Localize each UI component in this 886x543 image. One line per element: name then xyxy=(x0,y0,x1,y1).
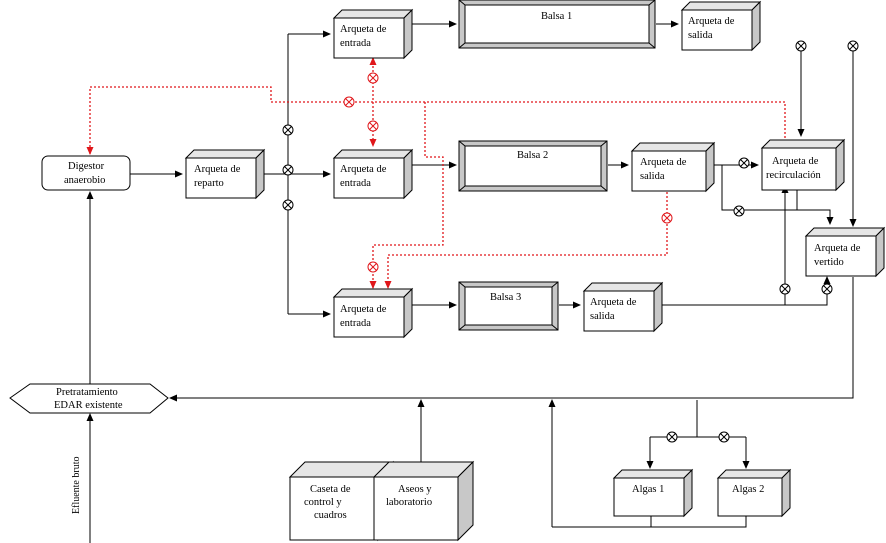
flow-algas-bottom xyxy=(552,516,747,528)
label: Balsa 1 xyxy=(541,11,572,22)
label: entrada xyxy=(340,178,371,189)
label: entrada xyxy=(340,318,371,329)
flow-vertido-return xyxy=(169,277,854,402)
aseos-laboratorio: Aseos y laboratorio xyxy=(372,460,475,542)
valve-icon xyxy=(718,431,730,443)
digestor-anaerobio: Digestor anaerobio xyxy=(41,155,131,191)
label: Arqueta de xyxy=(340,304,387,315)
valve-icon xyxy=(779,283,791,295)
balsa-1: Balsa 1 xyxy=(458,0,656,49)
boxes: Arqueta de entrada Arqueta de entrada Ar… xyxy=(184,0,886,542)
label: Arqueta de xyxy=(688,16,735,27)
recirc-to-entrada3-b xyxy=(384,188,668,289)
label: control y xyxy=(304,497,342,508)
label: salida xyxy=(688,30,713,41)
label: salida xyxy=(590,311,615,322)
balsa-2: Balsa 2 xyxy=(458,140,608,192)
pretratamiento-edar: Pretratamiento EDAR existente xyxy=(9,383,169,414)
flow-salida2-vertido xyxy=(721,165,834,225)
label: Algas 1 xyxy=(632,484,664,495)
arqueta-entrada-2: Arqueta de entrada xyxy=(332,148,414,200)
arqueta-salida-3: Arqueta de salida xyxy=(582,281,664,333)
label: EDAR existente xyxy=(54,400,123,411)
valve-icon xyxy=(821,283,833,295)
valve-icon xyxy=(343,96,355,108)
arqueta-vertido: Arqueta de vertido xyxy=(804,226,886,278)
label: Arqueta de xyxy=(814,243,861,254)
recirc-to-digestor xyxy=(86,86,786,155)
label: anaerobio xyxy=(64,175,105,186)
label: Arqueta de xyxy=(772,156,819,167)
valve-icon xyxy=(282,124,294,136)
arqueta-recirculacion: Arqueta de recirculación xyxy=(760,138,846,192)
valve-icon xyxy=(847,40,859,52)
label: Balsa 2 xyxy=(517,150,548,161)
label: Pretratamiento xyxy=(56,387,118,398)
balsa-3: Balsa 3 xyxy=(458,281,559,331)
flow-salida3-vertido xyxy=(785,276,831,306)
arqueta-entrada-3: Arqueta de entrada xyxy=(332,287,414,339)
valve-icon xyxy=(367,261,379,273)
label: Algas 2 xyxy=(732,484,764,495)
label: Aseos y xyxy=(398,484,432,495)
label: Arqueta de xyxy=(590,297,637,308)
valve-icon xyxy=(733,205,745,217)
algas-1: Algas 1 xyxy=(612,468,694,518)
arqueta-entrada-1: Arqueta de entrada xyxy=(332,8,414,60)
valve-icon xyxy=(666,431,678,443)
label: reparto xyxy=(194,178,224,189)
label: laboratorio xyxy=(386,497,432,508)
valve-icon xyxy=(282,199,294,211)
recirc-to-entrada3-a xyxy=(369,102,444,289)
valve-icon xyxy=(795,40,807,52)
label: Digestor xyxy=(68,161,105,172)
label: salida xyxy=(640,171,665,182)
influent-label: Efluente bruto xyxy=(71,457,82,514)
label: cuadros xyxy=(314,510,347,521)
valve-icon xyxy=(282,164,294,176)
label: Arqueta de xyxy=(340,24,387,35)
algas-2: Algas 2 xyxy=(716,468,792,518)
label: Balsa 3 xyxy=(490,292,521,303)
valve-icon xyxy=(661,212,673,224)
arqueta-salida-1: Arqueta de salida xyxy=(680,0,762,52)
valve-icon xyxy=(367,120,379,132)
flow-lines xyxy=(86,20,857,543)
arqueta-salida-2: Arqueta de salida xyxy=(630,141,716,193)
flow-salida3-recirculacion xyxy=(662,185,789,306)
valves xyxy=(282,40,859,516)
label: Caseta de xyxy=(310,484,351,495)
label: vertido xyxy=(814,257,844,268)
valve-icon xyxy=(367,72,379,84)
label: entrada xyxy=(340,38,371,49)
arqueta-reparto: Arqueta de reparto xyxy=(184,148,266,200)
label: recirculación xyxy=(766,170,822,181)
label: Arqueta de xyxy=(340,164,387,175)
label: Arqueta de xyxy=(194,164,241,175)
valve-icon xyxy=(738,157,750,169)
label: Arqueta de xyxy=(640,157,687,168)
